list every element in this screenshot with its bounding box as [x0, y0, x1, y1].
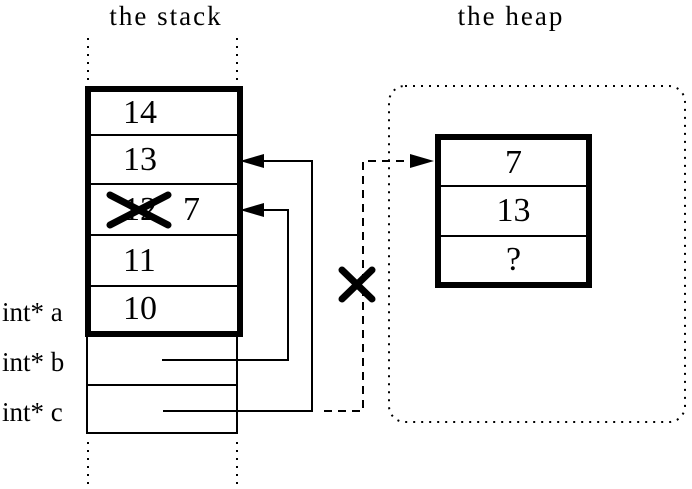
crossed-out-value: 12	[123, 190, 157, 228]
invalid-pointer-cross-icon	[338, 266, 376, 303]
heap-cell: ?	[441, 235, 586, 282]
replacement-value: 7	[183, 190, 200, 228]
stack-title: the stack	[109, 1, 223, 31]
stack-cell: 11	[91, 234, 237, 285]
stack-frame: 14 13 12 7 11 10	[85, 86, 243, 337]
pointer-label-a: int* a	[2, 297, 63, 327]
dangling-pointer-arrow	[324, 160, 408, 412]
stack-cell: 14	[91, 92, 237, 134]
heap-block: 7 13 ?	[435, 134, 592, 288]
stack-cell-value: 14	[123, 94, 157, 131]
heap-cell-value: 13	[496, 192, 531, 229]
stack-pointer-cells	[86, 337, 238, 434]
pointer-label-c: int* c	[2, 397, 63, 427]
heap-cell-value: 7	[505, 143, 522, 181]
heap-title: the heap	[457, 1, 565, 31]
heap-cell: 13	[441, 185, 586, 235]
stack-cell-overwritten: 12 7	[91, 183, 237, 234]
pointer-c-arrowhead-icon	[240, 154, 264, 168]
heap-cell-value: ?	[505, 240, 522, 278]
heap-cell: 7	[441, 140, 586, 185]
stack-cell-pointer-b	[88, 337, 236, 386]
stack-cell: 10	[91, 285, 237, 331]
pointer-label-b: int* b	[2, 347, 65, 377]
stack-cell-value: 13	[123, 140, 157, 178]
stack-cell: 13	[91, 134, 237, 183]
stack-cell-value: 10	[123, 290, 157, 327]
stack-cell-value: 11	[123, 241, 156, 279]
pointer-b-arrowhead-icon	[240, 203, 264, 217]
stack-cell-pointer-c	[88, 386, 236, 432]
dangling-pointer-arrowhead-icon	[410, 154, 434, 168]
